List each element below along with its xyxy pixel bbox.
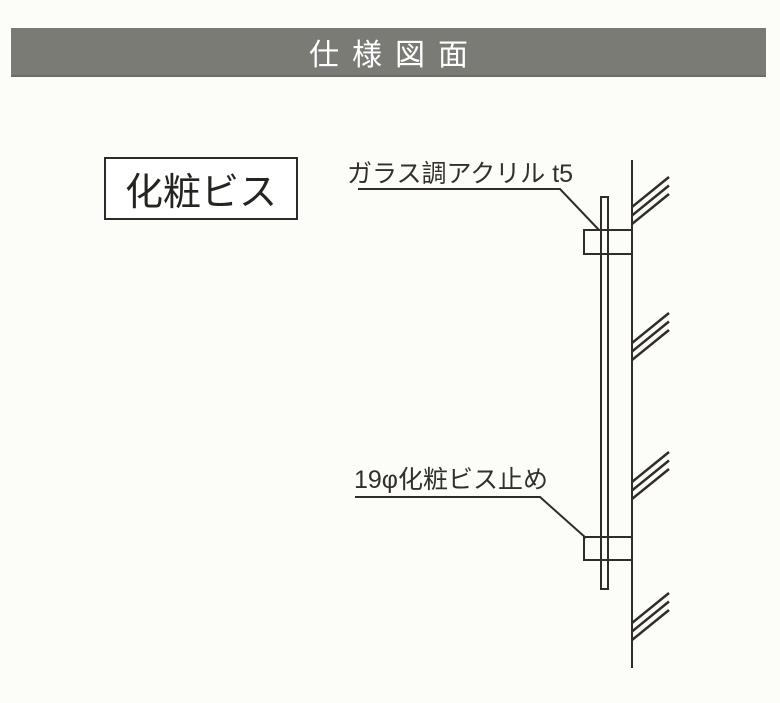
annotation-acrylic-panel: ガラス調アクリル t5 (347, 160, 574, 188)
acrylic-panel-rect (600, 196, 609, 590)
page-title: 仕様図面 (309, 38, 481, 72)
screw-top-rect (583, 229, 633, 255)
legend-label: 化粧ビス (124, 172, 277, 214)
screw-bottom-rect (583, 536, 633, 561)
wall-hatch-group-1 (631, 176, 670, 225)
annotation-screw-fixing: 19φ化粧ビス止め (354, 466, 549, 494)
wall-hatch-group-2 (631, 312, 670, 361)
leader-screw (355, 496, 587, 539)
legend-box: 化粧ビス (104, 157, 298, 220)
wall-hatch-group-4 (631, 592, 670, 641)
title-bar: 仕様図面 (11, 28, 766, 77)
leader-acrylic (358, 188, 600, 231)
wall-hatch-group-3 (631, 451, 670, 500)
